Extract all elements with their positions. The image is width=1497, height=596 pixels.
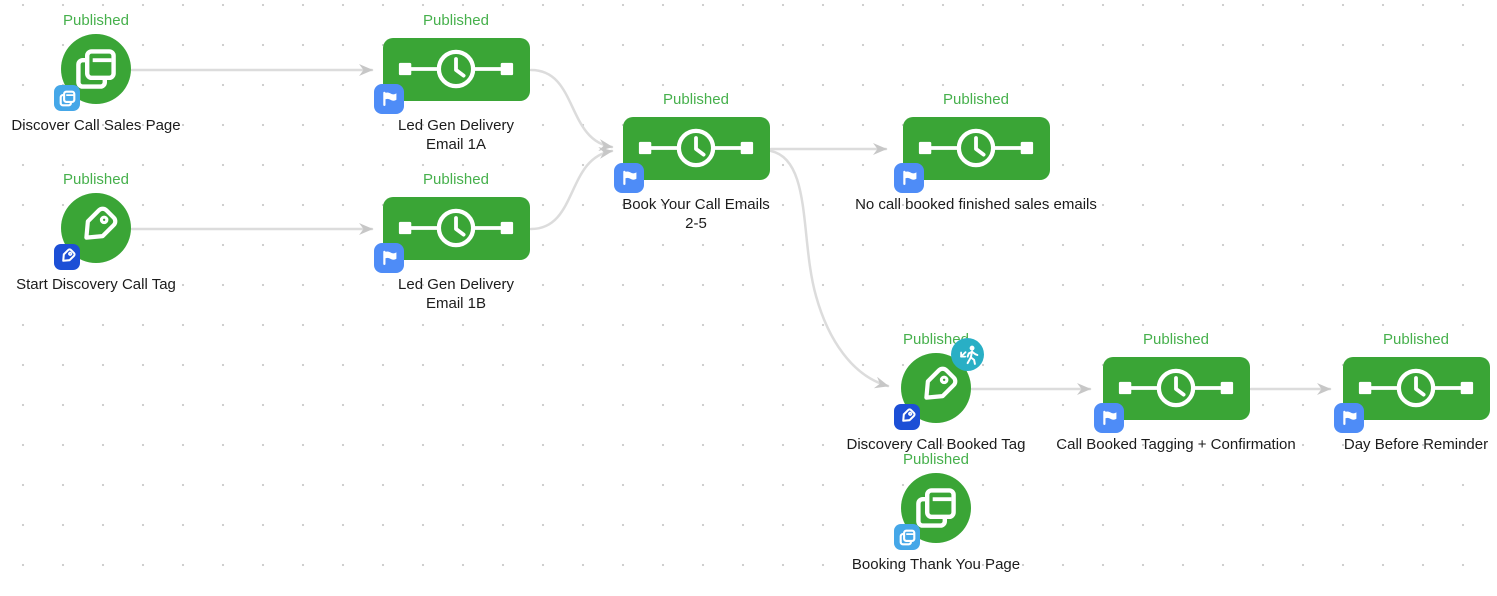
flag-badge-icon	[383, 91, 397, 106]
flag-badge	[1093, 402, 1124, 433]
flag-badge-icon	[1103, 410, 1117, 425]
page-badge	[54, 85, 80, 111]
node-discover-call-sales-page: Published Discover Call Sales Page	[0, 12, 226, 135]
status-label: Published	[63, 171, 129, 188]
tag-icon	[924, 366, 958, 400]
timer-sequence-icon	[398, 208, 514, 248]
flag-badge	[1333, 402, 1364, 433]
timer-sequence-icon	[398, 49, 514, 89]
tag-badge-icon	[62, 248, 76, 262]
timer-sequence-icon	[1118, 368, 1234, 408]
node-label: Start Discovery Call Tag	[16, 276, 176, 293]
node-day-before-reminder: Published Day Before Reminder	[1286, 331, 1497, 454]
status-label: Published	[423, 171, 489, 188]
goal-badge	[951, 338, 984, 371]
page-badge-icon	[59, 90, 75, 106]
flag-badge	[373, 83, 404, 114]
sequence-node[interactable]	[373, 37, 530, 114]
flag-badge	[893, 162, 924, 193]
status-label: Published	[663, 91, 729, 108]
node-led-gen-delivery-email-1b: Published Led Gen Delivery Email	[326, 171, 586, 313]
flag-badge-icon	[1343, 410, 1357, 425]
flag-badge-icon	[383, 250, 397, 265]
status-label: Published	[1383, 331, 1449, 348]
status-label: Published	[63, 12, 129, 29]
pages-icon	[916, 488, 956, 528]
node-label: No call booked finished sales emails	[855, 196, 1097, 213]
node-label: Discover Call Sales Page	[11, 117, 181, 134]
node-label: Day Before Reminder	[1343, 436, 1489, 453]
node-label: Book Your Call Emails 2-5	[622, 196, 770, 232]
landing-page-node[interactable]	[54, 34, 131, 111]
node-call-booked-tagging-confirmation: Published Call Booked Tagging + C	[1046, 331, 1306, 454]
flag-badge	[613, 162, 644, 193]
node-discovery-call-booked-tag: Published	[806, 331, 1066, 454]
flag-badge	[373, 242, 404, 273]
node-start-discovery-call-tag: Published	[0, 171, 226, 294]
page-badge	[894, 524, 920, 550]
node-label: Booking Thank You Page	[851, 556, 1021, 573]
tag-node[interactable]	[54, 193, 131, 270]
sequence-node[interactable]	[1093, 356, 1250, 433]
timer-sequence-icon	[638, 128, 754, 168]
node-label: Discovery Call Booked Tag	[846, 436, 1026, 453]
status-label: Published	[903, 331, 969, 348]
tag-badge-icon	[902, 408, 916, 422]
status-label: Published	[1143, 331, 1209, 348]
sequence-node[interactable]	[893, 116, 1050, 193]
tag-node[interactable]	[894, 338, 984, 430]
walking-person-goal-icon	[959, 345, 978, 365]
pages-icon	[76, 49, 116, 89]
node-led-gen-delivery-email-1a: Published Led Gen Delivery Email	[326, 12, 586, 154]
node-no-call-booked-emails: Published No call booked finished	[846, 91, 1106, 214]
sequence-node[interactable]	[1333, 356, 1490, 433]
sequence-node[interactable]	[373, 196, 530, 273]
node-label: Led Gen Delivery Email 1A	[398, 117, 514, 153]
flag-badge-icon	[903, 170, 917, 185]
node-label: Call Booked Tagging + Confirmation	[1056, 436, 1296, 453]
timer-sequence-icon	[1358, 368, 1474, 408]
node-book-your-call-emails: Published Book Your Call Emails 2	[566, 91, 826, 233]
node-label: Led Gen Delivery Email 1B	[398, 276, 514, 312]
flag-badge-icon	[623, 170, 637, 185]
page-badge-icon	[899, 529, 915, 545]
timer-sequence-icon	[918, 128, 1034, 168]
landing-page-node[interactable]	[894, 473, 971, 550]
status-label: Published	[943, 91, 1009, 108]
tag-badge	[54, 244, 80, 270]
sequence-node[interactable]	[613, 116, 770, 193]
tag-icon	[84, 206, 118, 240]
tag-badge	[894, 404, 920, 430]
node-booking-thank-you-page: Published Booking Thank You Page	[806, 451, 1066, 574]
status-label: Published	[903, 451, 969, 468]
status-label: Published	[423, 12, 489, 29]
